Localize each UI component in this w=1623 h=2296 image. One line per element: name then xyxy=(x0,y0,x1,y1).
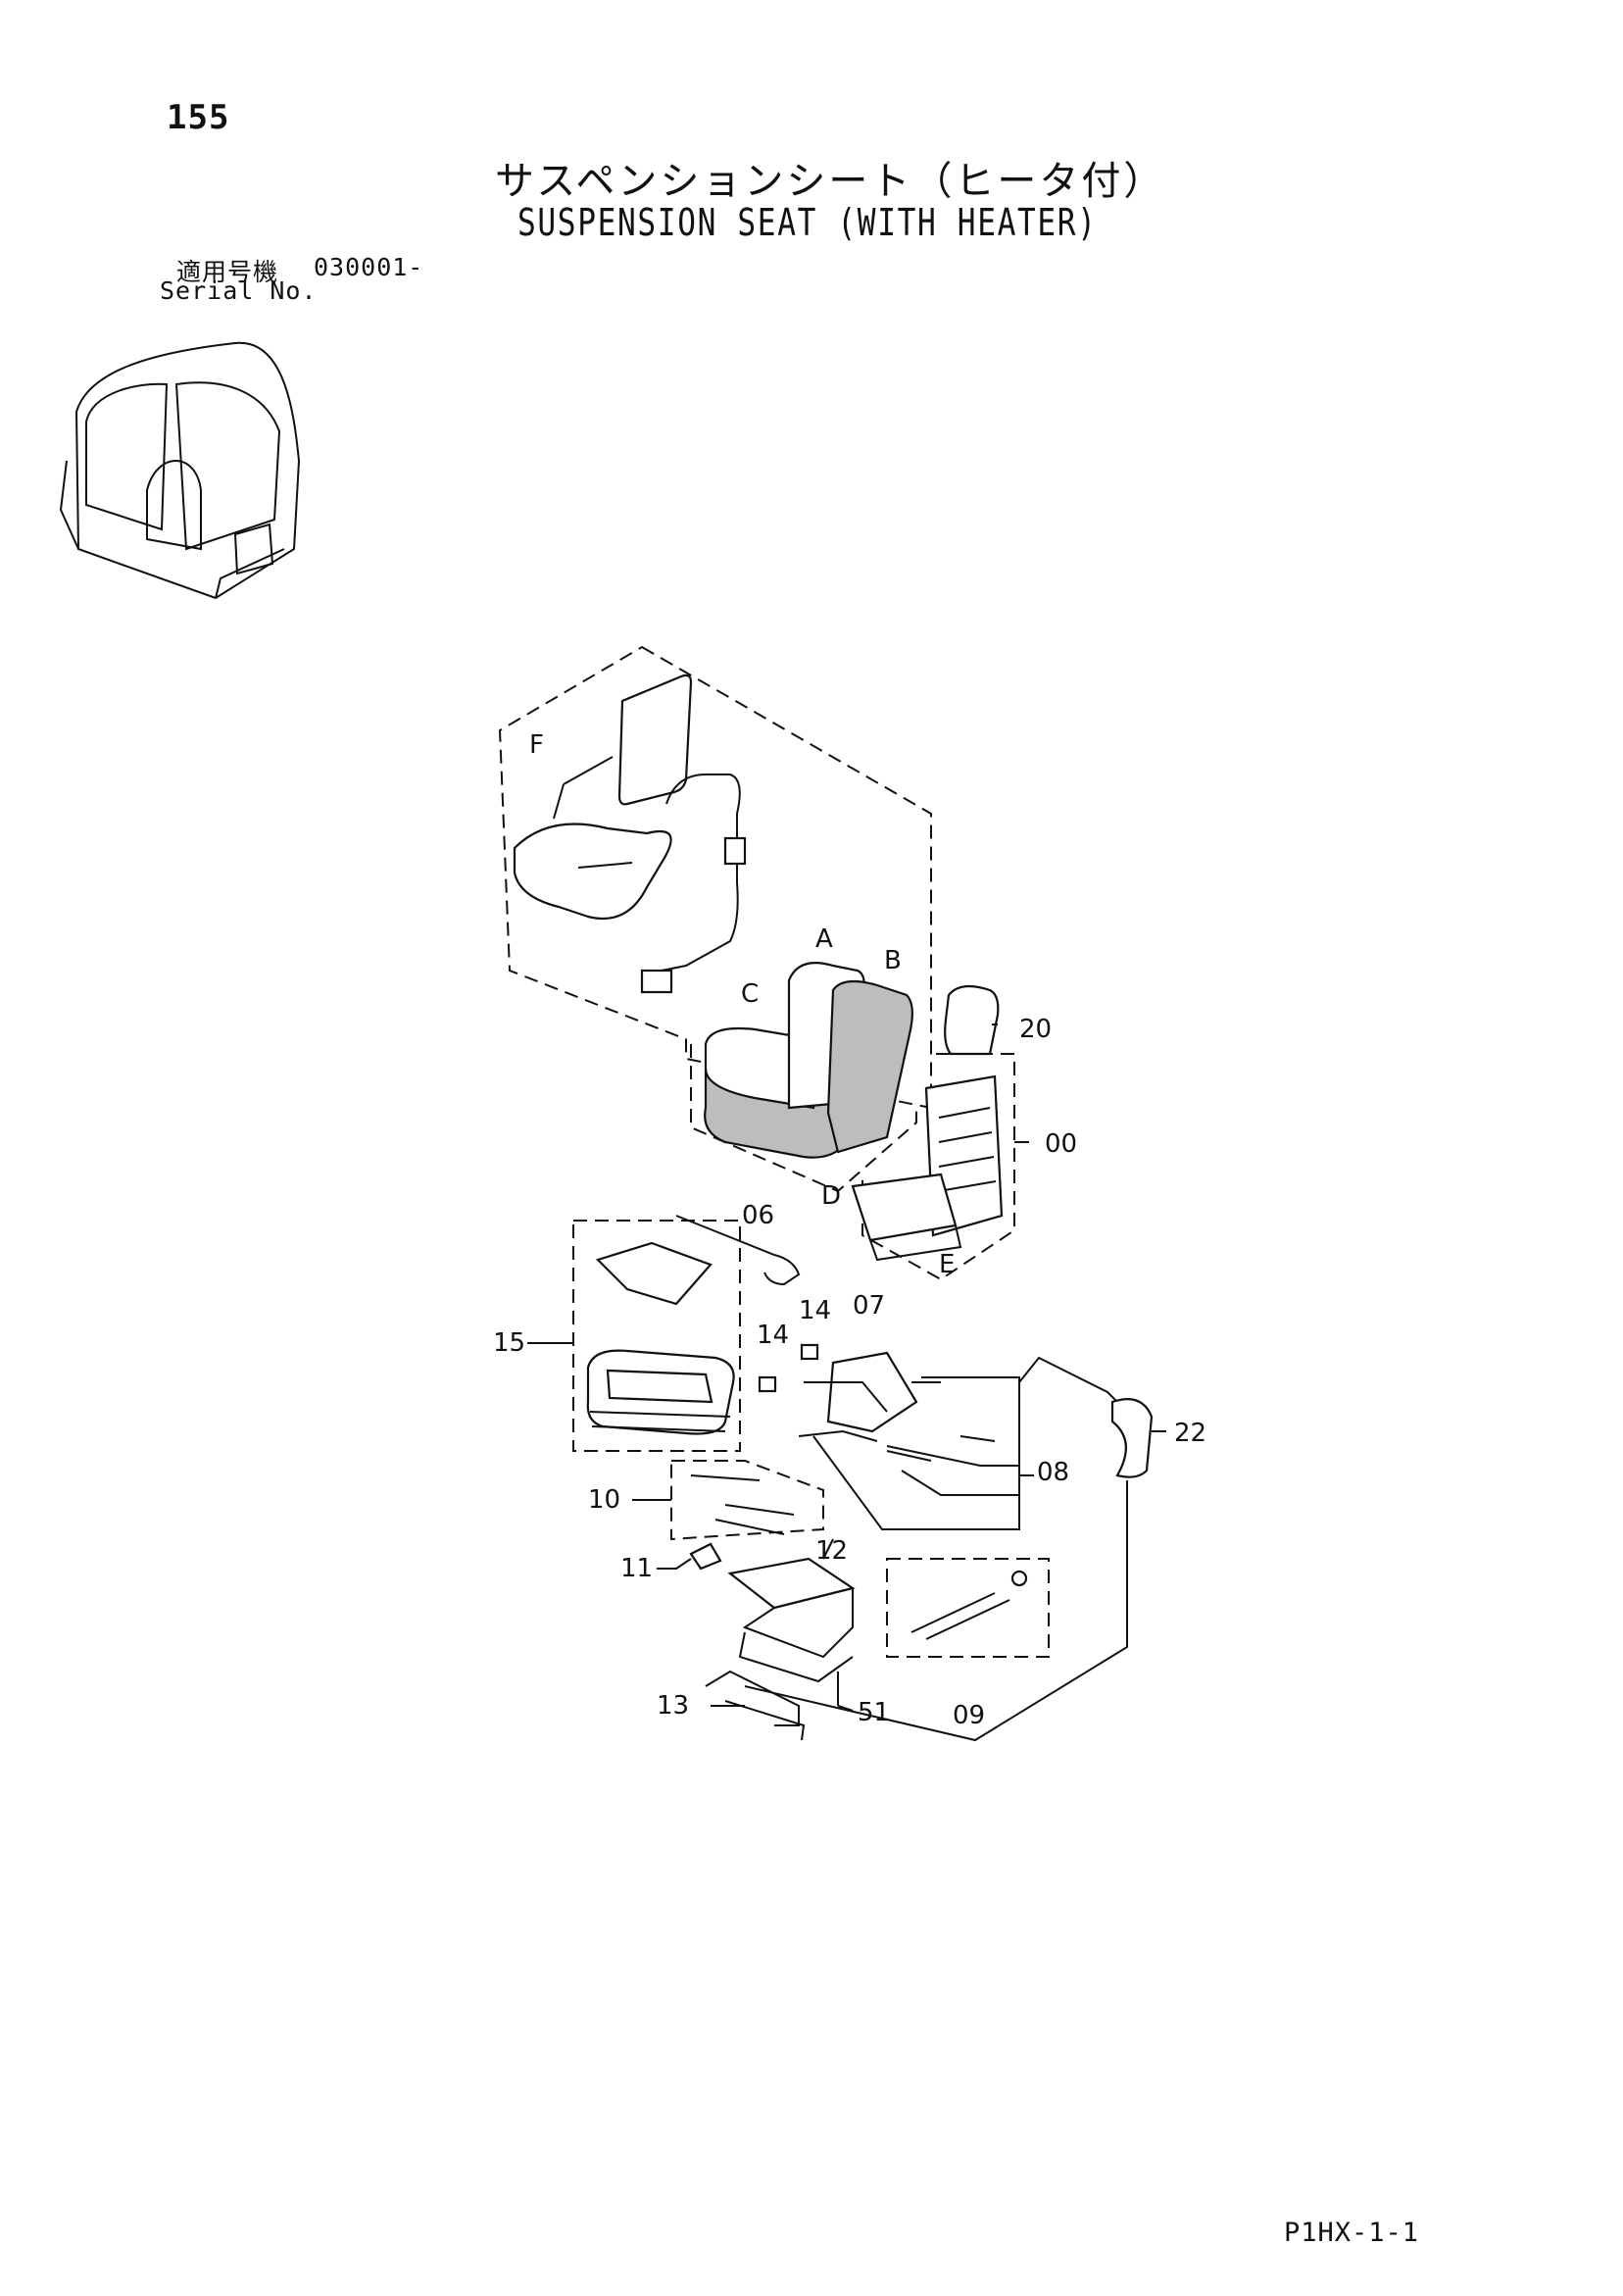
serial-value: 030001- xyxy=(314,253,424,281)
callout-B: B xyxy=(884,946,902,975)
callout-20: 20 xyxy=(1019,1015,1052,1044)
callout-06: 06 xyxy=(742,1201,774,1230)
callout-E: E xyxy=(939,1250,955,1279)
heater-group xyxy=(498,645,932,1110)
callout-14-a: 14 xyxy=(757,1321,789,1350)
leader-lines xyxy=(527,1023,1166,1712)
callout-F: F xyxy=(529,730,544,760)
scissor-base-12 xyxy=(727,1557,856,1683)
group-09 xyxy=(886,1558,1050,1658)
callout-11: 11 xyxy=(620,1554,653,1583)
group-15 xyxy=(572,1220,741,1452)
cab-location-thumbnail xyxy=(59,341,301,600)
part-13 xyxy=(705,1670,806,1741)
part-11 xyxy=(689,1542,722,1571)
seat-frame-group xyxy=(851,984,1015,1281)
callout-08: 08 xyxy=(1037,1458,1069,1487)
suspension-mechanism xyxy=(758,1343,918,1442)
serial-label-japanese: 適用号機 xyxy=(176,258,279,286)
callout-00: 00 xyxy=(1045,1129,1077,1159)
leader-line-09 xyxy=(744,1480,1128,1742)
callout-12: 12 xyxy=(815,1536,848,1566)
callout-09: 09 xyxy=(953,1701,985,1730)
callout-10: 10 xyxy=(588,1485,620,1515)
callout-51: 51 xyxy=(858,1698,890,1727)
cable-06 xyxy=(675,1215,801,1286)
page-number: 155 xyxy=(167,98,230,137)
callout-14-b: 14 xyxy=(799,1296,831,1325)
callout-15: 15 xyxy=(493,1328,525,1358)
group-10 xyxy=(670,1460,824,1541)
callout-22: 22 xyxy=(1174,1419,1206,1448)
callout-07: 07 xyxy=(853,1291,885,1321)
callout-C: C xyxy=(741,979,759,1009)
callout-A: A xyxy=(815,924,833,954)
footer-code: P1HX-1-1 xyxy=(1284,2218,1420,2248)
callout-D: D xyxy=(821,1181,841,1211)
part-22 xyxy=(1110,1398,1154,1478)
title-japanese: サスペンションシート（ヒータ付） xyxy=(495,159,1166,204)
serial-label-english: Serial No. xyxy=(160,276,318,305)
callout-13: 13 xyxy=(657,1691,689,1721)
seat-group xyxy=(690,962,917,1193)
title-english: SUSPENSION SEAT (WITH HEATER) xyxy=(517,201,1098,244)
